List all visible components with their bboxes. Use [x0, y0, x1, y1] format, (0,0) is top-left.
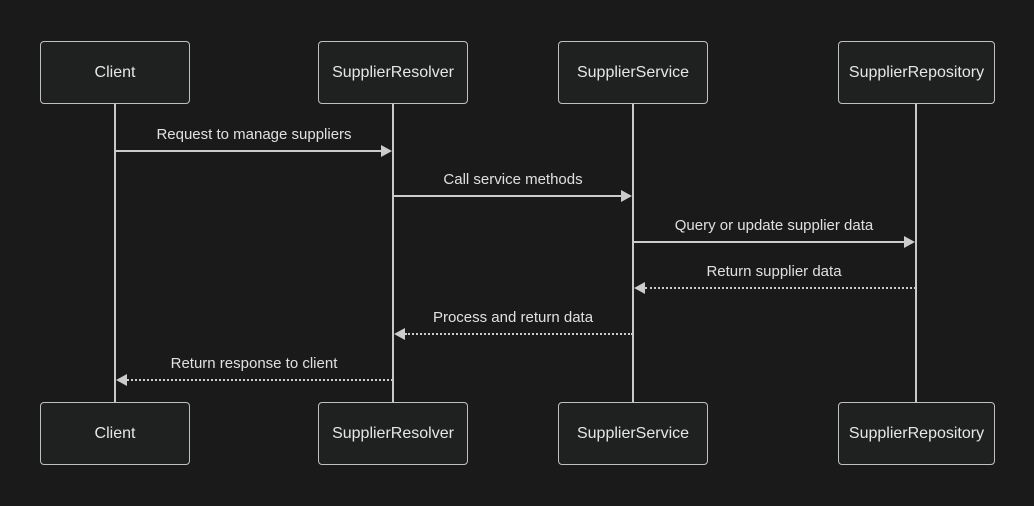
actor-supplier-resolver-bottom: SupplierResolver	[318, 402, 468, 465]
message-2-line	[393, 195, 621, 197]
actor-supplier-repository-top: SupplierRepository	[838, 41, 995, 104]
message-3-label: Query or update supplier data	[674, 217, 874, 234]
lifeline-client	[114, 104, 116, 402]
message-3-line	[633, 241, 904, 243]
lifeline-supplier-service	[632, 104, 634, 402]
message-1-label: Request to manage suppliers	[156, 126, 352, 143]
message-5-label: Process and return data	[432, 309, 594, 326]
lifeline-supplier-repository	[915, 104, 917, 402]
message-2-arrowhead-icon	[621, 190, 632, 202]
message-4-arrowhead-icon	[634, 282, 645, 294]
message-4-line	[645, 287, 916, 289]
actor-label: Client	[94, 63, 136, 81]
message-4-label: Return supplier data	[706, 263, 842, 280]
message-6-label: Return response to client	[170, 355, 338, 372]
actor-supplier-service-top: SupplierService	[558, 41, 708, 104]
message-6-line	[127, 379, 393, 381]
message-5-arrowhead-icon	[394, 328, 405, 340]
actor-label: SupplierRepository	[848, 63, 985, 81]
actor-label: SupplierRepository	[848, 424, 985, 442]
message-6-arrowhead-icon	[116, 374, 127, 386]
actor-supplier-repository-bottom: SupplierRepository	[838, 402, 995, 465]
message-1-line	[115, 150, 381, 152]
lifeline-supplier-resolver	[392, 104, 394, 402]
actor-label: SupplierService	[576, 424, 690, 442]
message-1-arrowhead-icon	[381, 145, 392, 157]
message-2-label: Call service methods	[443, 171, 583, 188]
message-3-arrowhead-icon	[904, 236, 915, 248]
actor-client-top: Client	[40, 41, 190, 104]
actor-label: Client	[94, 424, 136, 442]
actor-supplier-resolver-top: SupplierResolver	[318, 41, 468, 104]
actor-label: SupplierResolver	[332, 424, 454, 442]
actor-label: SupplierService	[576, 63, 690, 81]
actor-client-bottom: Client	[40, 402, 190, 465]
actor-label: SupplierResolver	[332, 63, 454, 81]
message-5-line	[405, 333, 633, 335]
actor-supplier-service-bottom: SupplierService	[558, 402, 708, 465]
